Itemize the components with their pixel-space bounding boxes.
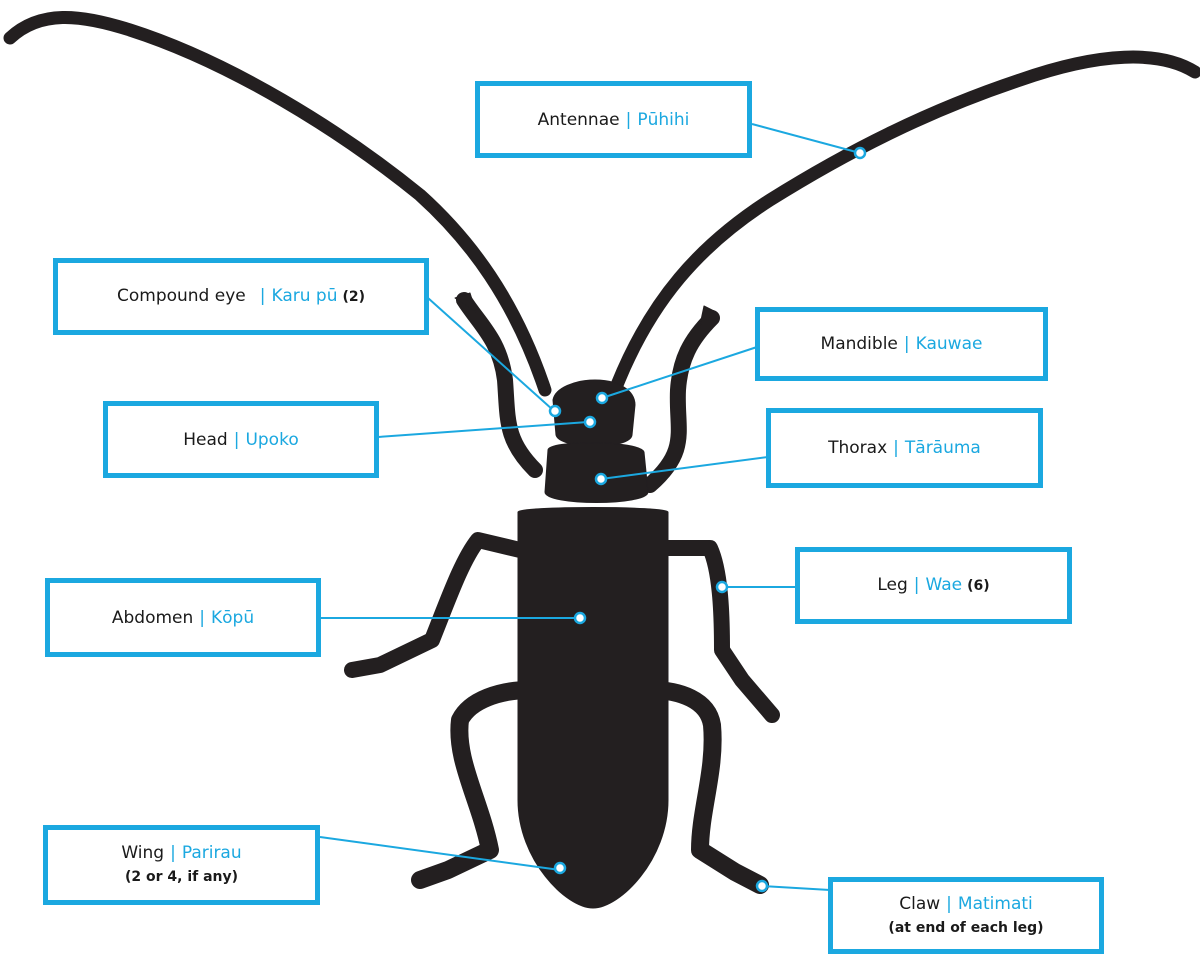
label-english: Compound eye xyxy=(117,286,246,306)
label-separator: | xyxy=(234,430,240,450)
label-separator: | xyxy=(946,894,952,914)
label-maori: Pūhihi xyxy=(637,110,689,130)
dot-claw xyxy=(757,881,767,891)
abdomen-shape xyxy=(518,508,668,909)
label-head: Head |Upoko xyxy=(103,401,379,478)
label-separator: | xyxy=(199,608,205,628)
dot-abdomen xyxy=(575,613,585,623)
dot-antennae xyxy=(855,148,865,158)
front-leg-right xyxy=(650,318,712,485)
label-english: Leg xyxy=(877,575,907,595)
label-maori: Wae xyxy=(926,575,963,595)
dot-mandible xyxy=(597,393,607,403)
label-thorax: Thorax | Tārāuma xyxy=(766,408,1043,488)
label-english: Thorax xyxy=(828,438,887,458)
label-separator: | xyxy=(626,110,632,130)
label-english: Head xyxy=(183,430,227,450)
label-separator: | xyxy=(914,575,920,595)
label-maori: Kauwae xyxy=(916,334,983,354)
label-separator: | xyxy=(170,843,176,863)
label-claw: Claw | Matimati (at end of each leg) xyxy=(828,877,1104,954)
leader-claw xyxy=(762,886,830,890)
label-english: Wing xyxy=(121,843,164,863)
label-maori: Upoko xyxy=(245,430,298,450)
label-english: Mandible xyxy=(821,334,898,354)
label-wing: Wing | Parirau (2 or 4, if any) xyxy=(43,825,320,905)
label-english: Abdomen xyxy=(112,608,193,628)
label-maori: Tārāuma xyxy=(905,438,981,458)
head-shape xyxy=(553,380,635,446)
label-maori: Parirau xyxy=(182,843,242,863)
label-note: (2 or 4, if any) xyxy=(125,866,238,888)
label-antennae: Antennae |Pūhihi xyxy=(475,81,752,158)
dot-leg xyxy=(717,582,727,592)
label-separator: | xyxy=(260,286,266,306)
rear-leg-left xyxy=(420,690,530,880)
label-english: Claw xyxy=(899,894,940,914)
label-separator: | xyxy=(893,438,899,458)
dot-wing xyxy=(555,863,565,873)
label-count: (6) xyxy=(967,578,990,594)
label-note: (at end of each leg) xyxy=(888,917,1043,939)
label-leg: Leg | Wae(6) xyxy=(795,547,1072,624)
label-compound-eye: Compound eye |Karu pū (2) xyxy=(53,258,429,335)
label-maori: Kōpū xyxy=(211,608,254,628)
thorax-shape xyxy=(545,443,648,503)
label-separator: | xyxy=(904,334,910,354)
label-english: Antennae xyxy=(538,110,620,130)
label-abdomen: Abdomen | Kōpū xyxy=(45,578,321,657)
dot-head xyxy=(585,417,595,427)
label-mandible: Mandible | Kauwae xyxy=(755,307,1048,381)
leader-antennae xyxy=(752,124,860,153)
label-maori: Matimati xyxy=(958,894,1033,914)
label-count: (2) xyxy=(342,289,365,305)
dot-thorax xyxy=(596,474,606,484)
label-maori: Karu pū xyxy=(271,286,337,306)
dot-compound-eye xyxy=(550,406,560,416)
middle-leg-left xyxy=(352,540,520,670)
